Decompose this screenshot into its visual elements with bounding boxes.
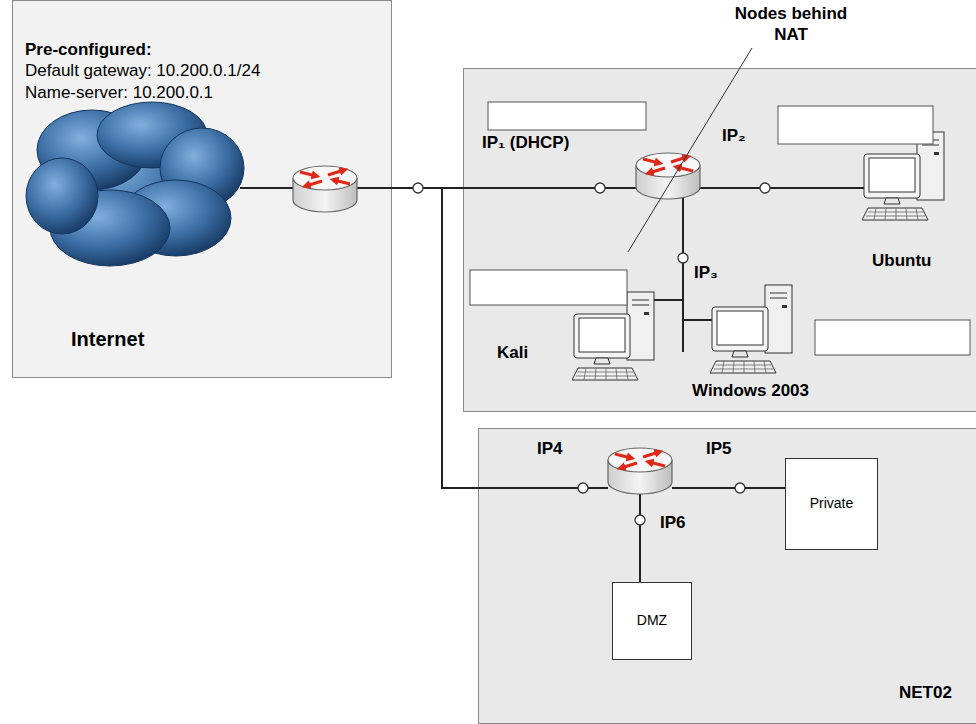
interface-label: IP5	[706, 438, 732, 459]
interface-label: IP6	[660, 512, 686, 533]
panel-heading: Pre-configured:	[25, 39, 391, 60]
wire	[240, 188, 864, 582]
leader-line	[628, 48, 752, 252]
blank-address-box	[470, 270, 627, 305]
router-icon	[293, 166, 357, 212]
config-line: Name-server: 10.200.0.1	[25, 82, 391, 103]
interface-label: IP₁ (DHCP)	[482, 132, 569, 153]
zone-name: Private	[810, 495, 854, 513]
cloud-icon	[26, 102, 244, 266]
blank-address-box	[488, 102, 646, 130]
interface-dot	[413, 183, 423, 193]
interface-label: IP4	[537, 438, 563, 459]
config-line: Default gateway: 10.200.0.1/24	[25, 60, 391, 81]
blank-address-box	[778, 106, 933, 144]
cloud-icon	[26, 158, 98, 234]
blank-address-box	[470, 102, 970, 355]
wire	[683, 319, 712, 321]
net02-panel: NET02 PrivateDMZ	[478, 428, 976, 724]
interface-dot	[678, 253, 688, 263]
wire	[672, 487, 785, 489]
interface-dot	[735, 483, 745, 493]
zone-box: Private	[785, 458, 878, 550]
interface-label-holder: IP4	[537, 438, 563, 459]
wire	[463, 187, 636, 189]
host-name: Kali	[497, 342, 528, 363]
computer-icon	[710, 285, 792, 373]
interface-label: IP₃	[694, 262, 718, 283]
interface-label-holder: IP5	[706, 438, 732, 459]
wire	[654, 299, 683, 301]
zone-box: DMZ	[612, 582, 692, 660]
computer-node: Kali	[497, 342, 528, 363]
wire	[357, 187, 392, 189]
wire	[639, 494, 641, 582]
leader-line	[628, 48, 752, 252]
network-link	[392, 188, 478, 488]
panel-title: NET02	[899, 682, 976, 703]
router-icon	[608, 448, 672, 494]
computer-node: Windows 2003	[692, 380, 809, 401]
wire	[240, 187, 293, 189]
interface-dot	[635, 515, 645, 525]
wire	[682, 197, 684, 352]
router-icon	[293, 153, 700, 494]
interface-label-holder: IP₃	[694, 262, 718, 283]
interface-dot	[578, 483, 588, 493]
computer-icon	[862, 132, 944, 220]
panel-title: Internet	[71, 327, 391, 352]
callout-label: Nodes behind NAT	[726, 3, 856, 46]
blank-address-box	[815, 320, 970, 355]
computer-node: Ubuntu	[872, 250, 931, 271]
interface-label-holder: IP₁ (DHCP)	[482, 132, 569, 153]
host-name: Ubuntu	[872, 250, 931, 271]
router-icon	[636, 153, 700, 199]
interface-label-holder: IP₂	[722, 125, 746, 146]
zone-name: DMZ	[637, 612, 667, 630]
wire	[700, 187, 864, 189]
interface-label: IP₂	[722, 125, 746, 146]
host-name: Windows 2003	[692, 380, 809, 401]
interface-dot	[595, 183, 605, 193]
interface-dot	[413, 183, 770, 525]
interface-label-holder: IP6	[660, 512, 686, 533]
interface-dot	[760, 183, 770, 193]
